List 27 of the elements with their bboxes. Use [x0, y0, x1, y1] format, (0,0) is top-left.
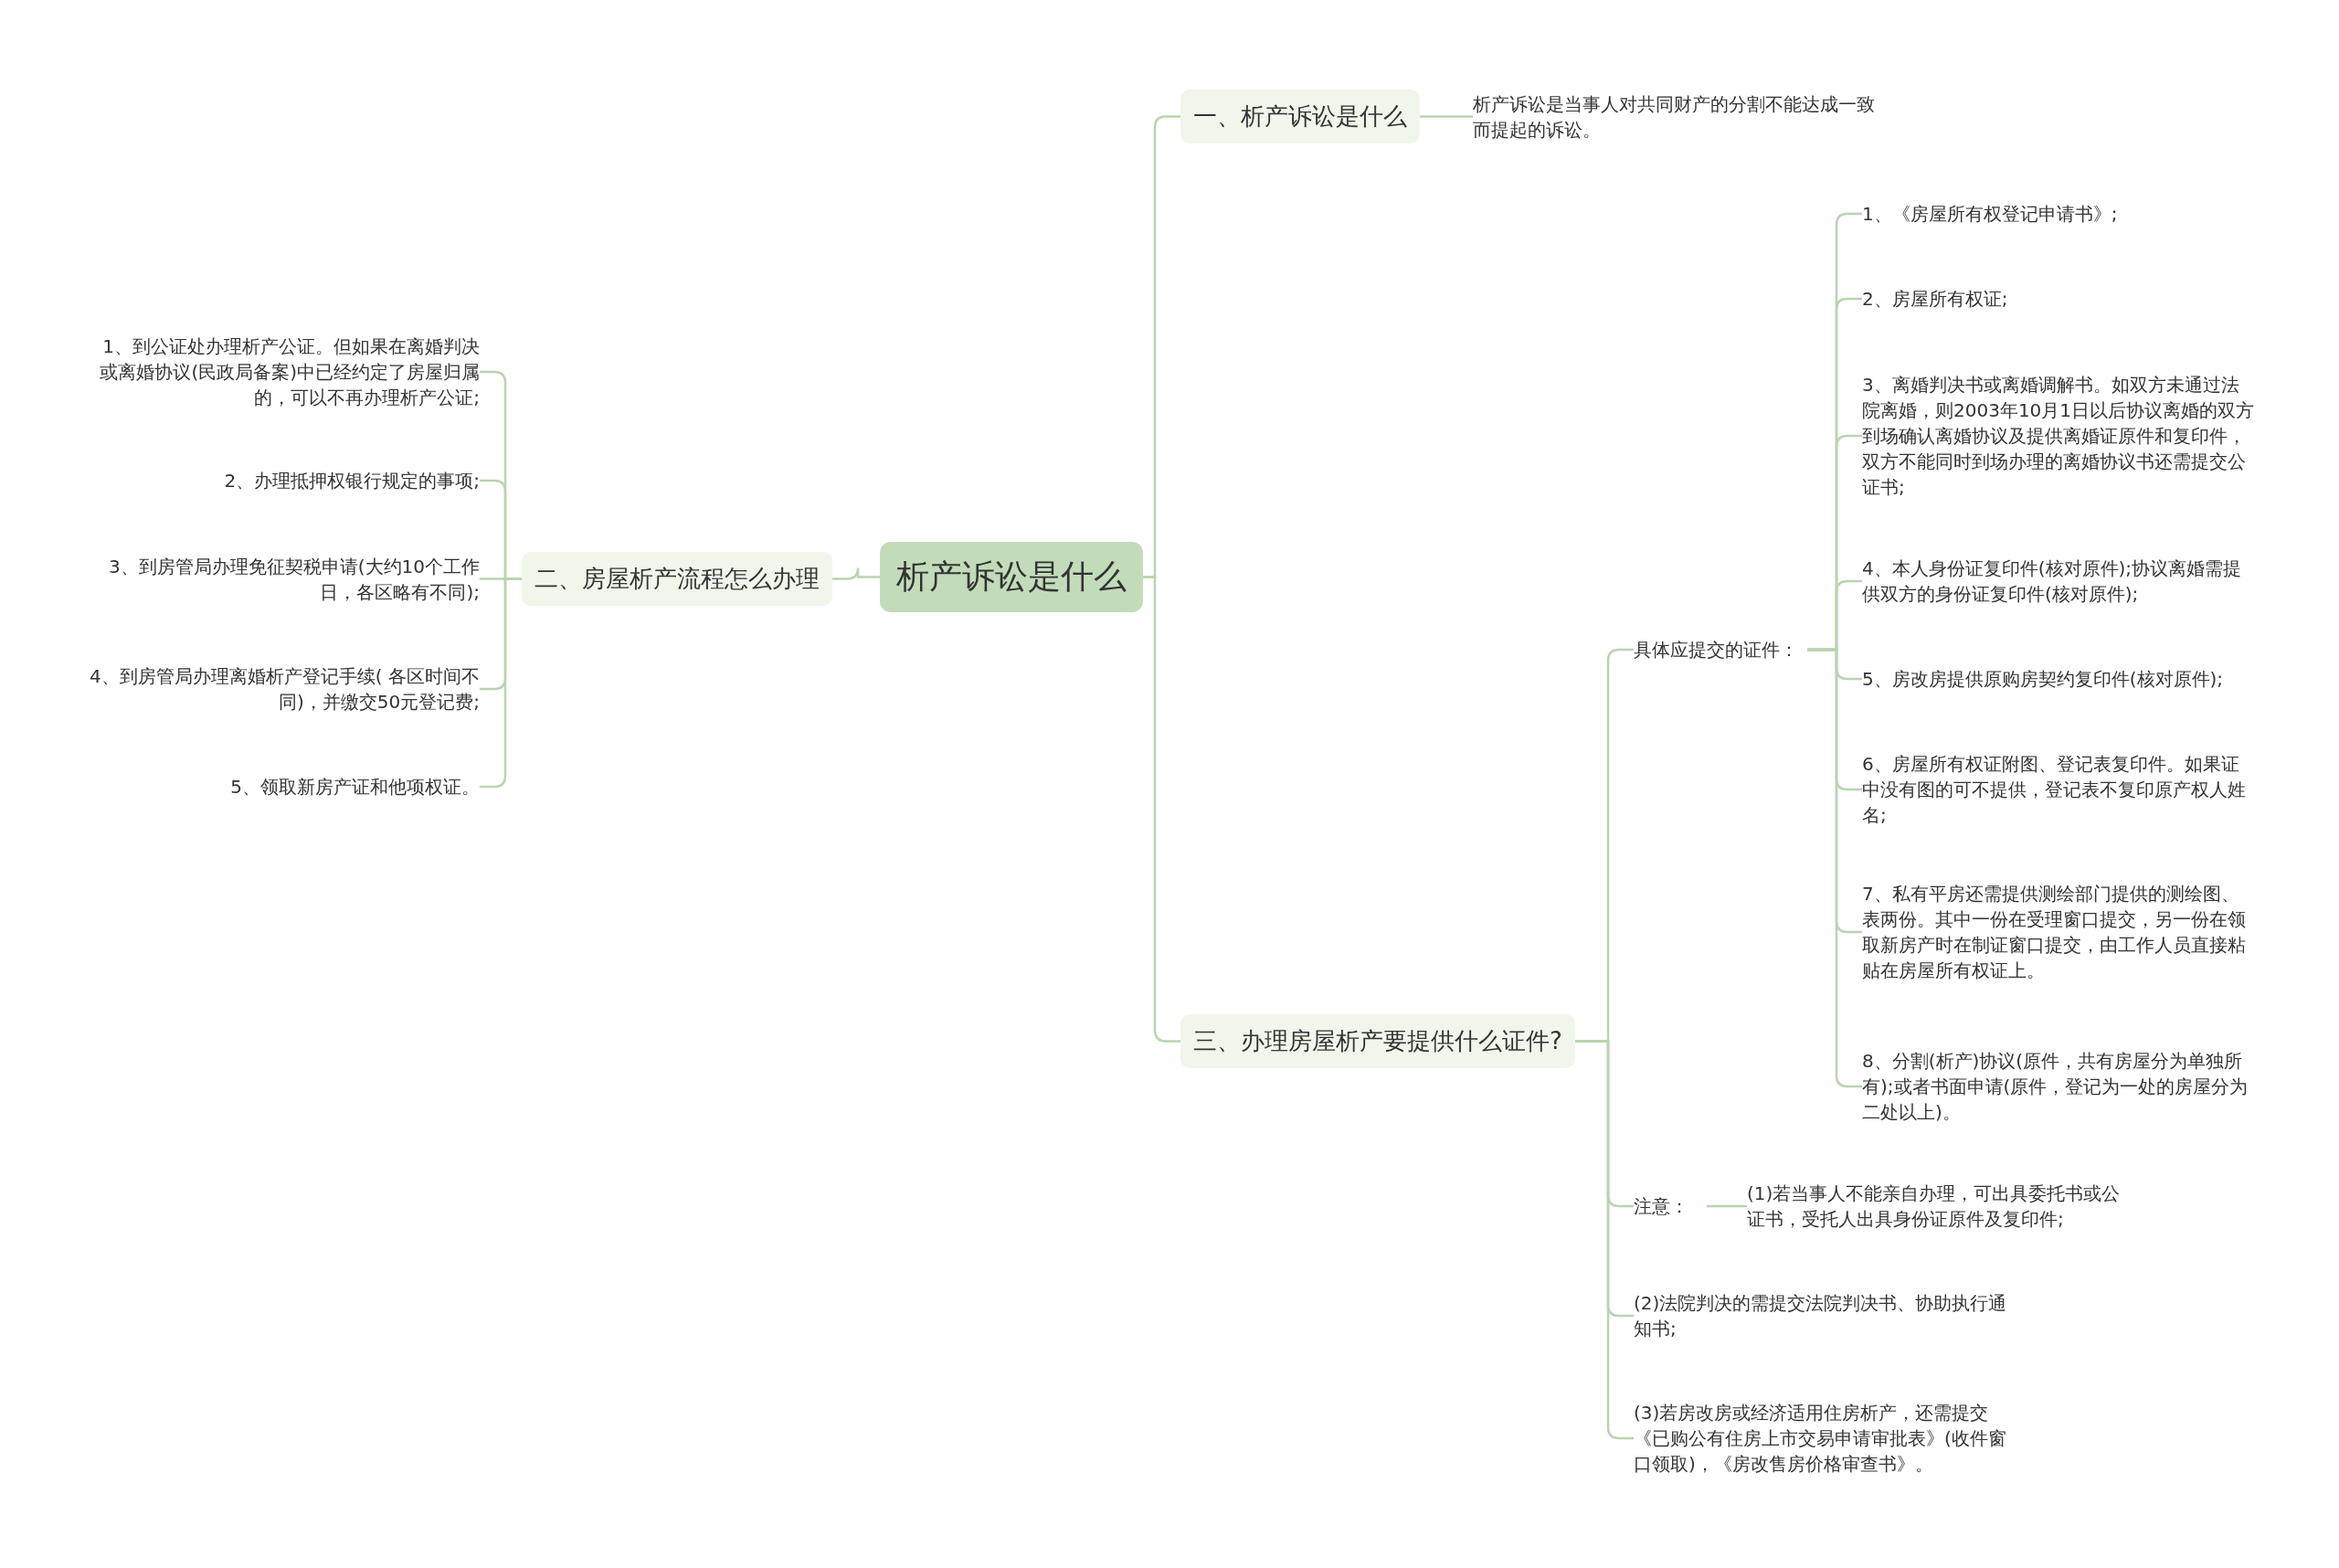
branch-text: (1)若当事人不能亲自办理，可出具委托书或公证书，受托人出具身份证原件及复印件;: [1747, 1181, 2131, 1232]
branch-text: 4、本人身份证复印件(核对原件);协议离婚需提供双方的身份证复印件(核对原件);: [1862, 556, 2255, 607]
branch-text: 3、到房管局办理免征契税申请(大约10个工作日，各区略有不同);: [87, 554, 480, 605]
central-topic: 析产诉讼是什么: [880, 542, 1143, 612]
branch-text: 6、房屋所有权证附图、登记表复印件。如果证中没有图的可不提供，登记表不复印原产权人姓名;: [1862, 751, 2255, 828]
branch-text: 5、领取新房产证和他项权证。: [87, 774, 480, 800]
connector-line: [1707, 1204, 1747, 1208]
branch-text: 2、房屋所有权证;: [1862, 286, 2255, 312]
branch-text: 注意：: [1634, 1193, 1707, 1219]
connector-line: [1575, 1040, 1634, 1440]
branch-text: 5、房改房提供原购房契约复印件(核对原件);: [1862, 666, 2255, 692]
branch-text: 1、《房屋所有权登记申请书》;: [1862, 201, 2255, 227]
connector-line: [832, 567, 880, 580]
branch-text: 7、私有平房还需提供测绘部门提供的测绘图、表两份。其中一份在受理窗口提交，另一份在领取新房产时在制证窗口提交，由工作人员直接粘贴在房屋所有权证上。: [1862, 881, 2255, 983]
branch-text: 4、到房管局办理离婚析产登记手续( 各区时间不同)，并缴交50元登记费;: [87, 663, 480, 715]
branch-text: (2)法院判决的需提交法院判决书、协助执行通知书;: [1634, 1290, 2017, 1341]
branch-text: (3)若房改房或经济适用住房析产，还需提交《已购公有住房上市交易申请审批表》(收件窗口领取)，《房改售房价格审查书》。: [1634, 1400, 2017, 1477]
branch-text: 8、分割(析产)协议(原件，共有房屋分为单独所有);或者书面申请(原件，登记为一处的房屋分为二处以上)。: [1862, 1048, 2255, 1125]
topic-box: 一、析产诉讼是什么: [1180, 90, 1420, 143]
branch-text: 2、办理抵押权银行规定的事项;: [87, 468, 480, 493]
branch-text: 析产诉讼是当事人对共同财产的分割不能达成一致而提起的诉讼。: [1473, 91, 1875, 143]
topic-box: 二、房屋析产流程怎么办理: [522, 552, 832, 606]
connector-line: [1420, 115, 1473, 118]
branch-text: 3、离婚判决书或离婚调解书。如双方未通过法院离婚，则2003年10月1日以后协议离婚的双方到场确认离婚协议及提供离婚证原件和复印件，双方不能同时到场办理的离婚协议书还需提交公证书;: [1862, 372, 2255, 500]
topic-box: 三、办理房屋析产要提供什么证件?: [1180, 1014, 1575, 1068]
branch-text: 具体应提交的证件：: [1634, 637, 1807, 662]
branch-text: 1、到公证处办理析产公证。但如果在离婚判决或离婚协议(民政局备案)中已经约定了房屋归属的，可以不再办理析产公证;: [87, 334, 480, 410]
